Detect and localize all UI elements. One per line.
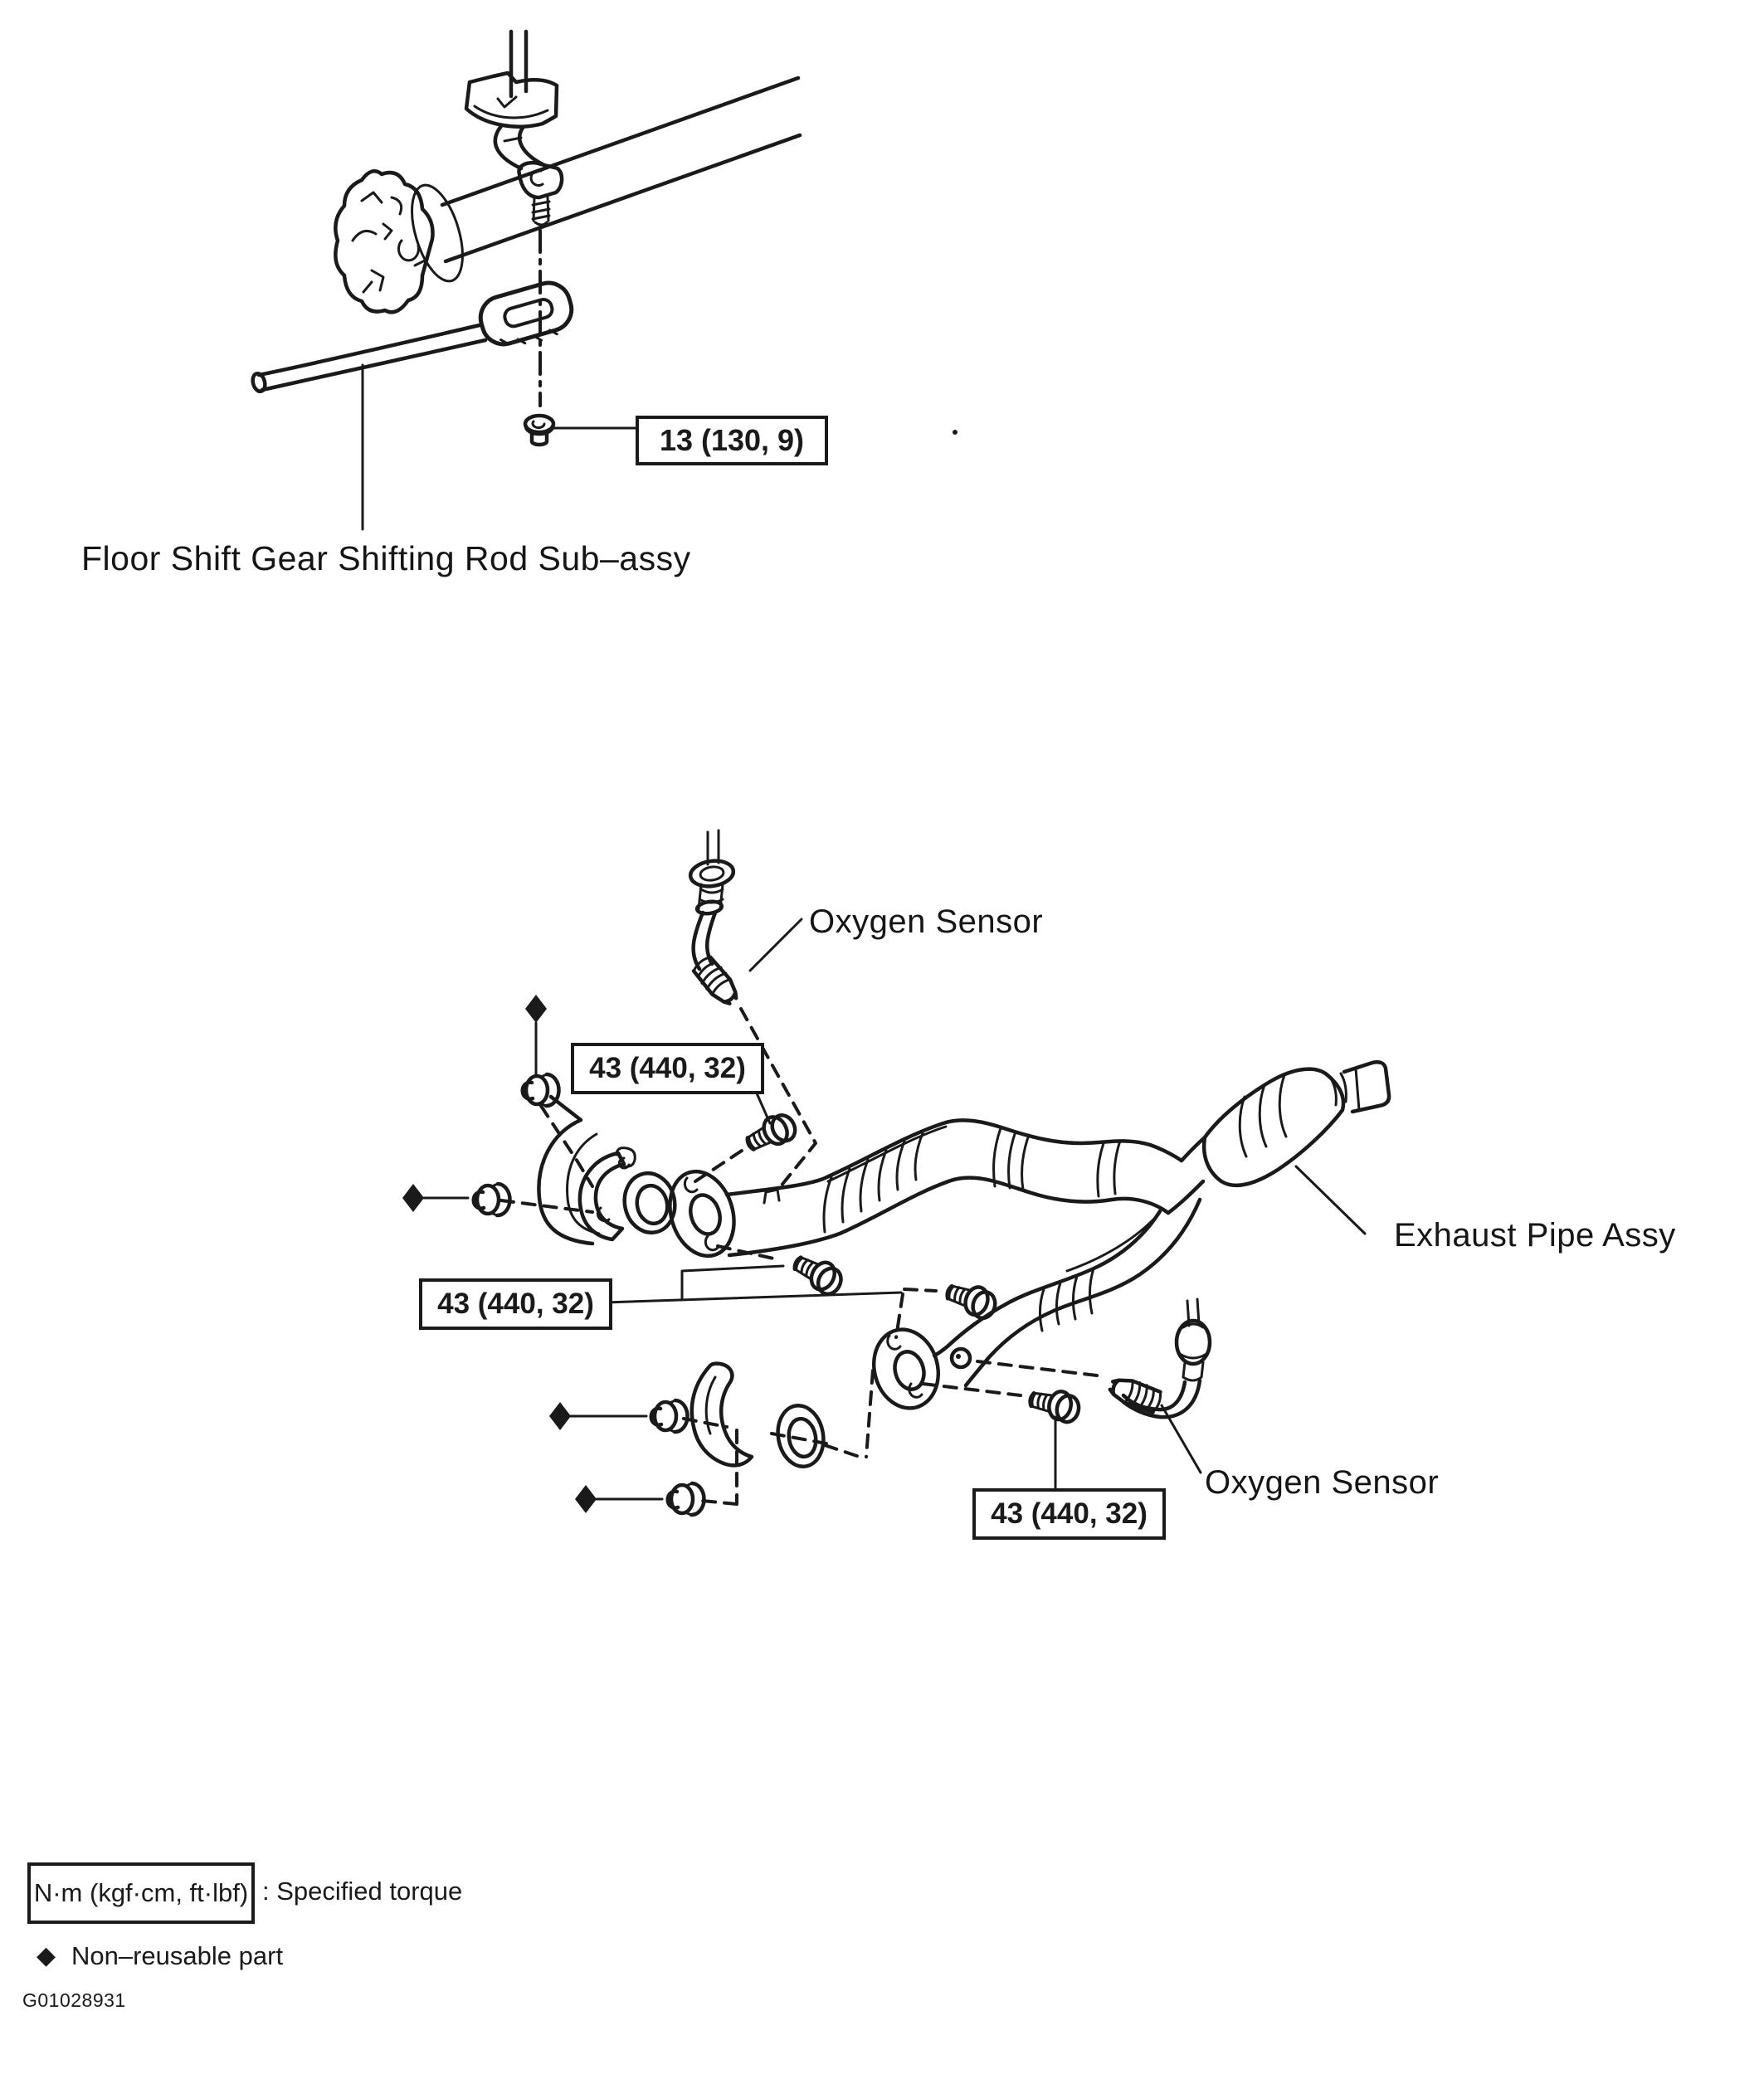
non-reusable-diamond-icon xyxy=(402,1184,424,1212)
label-leader xyxy=(1294,1165,1367,1235)
outlet-pipe-tip xyxy=(1342,1060,1391,1114)
install-dash-line xyxy=(976,1360,1099,1377)
flange-bolt-icon xyxy=(789,1249,846,1297)
pipe-clamp xyxy=(690,1361,754,1468)
pipe-top-edge xyxy=(724,1118,1184,1197)
sensor-boss-rear xyxy=(949,1346,972,1370)
label-oxygen-sensor-rear: Oxygen Sensor xyxy=(1205,1464,1440,1501)
shift-lever-boot xyxy=(464,71,559,129)
sensor-body xyxy=(1108,1378,1162,1414)
flex-section xyxy=(822,1132,924,1234)
rear-oxygen-sensor-drawing xyxy=(976,1297,1212,1474)
non-reusable-diamond-icon: ◆ xyxy=(37,1942,56,1969)
rear-pipe-flange xyxy=(871,1327,941,1410)
extension-housing xyxy=(440,75,802,264)
torque-callout-front-flange: 43 (440, 32) xyxy=(419,1278,612,1330)
sensor-boss-front xyxy=(763,1188,781,1205)
gasket-icon xyxy=(622,1171,677,1235)
front-pipe-flange xyxy=(668,1169,736,1259)
label-shift-rod: Floor Shift Gear Shifting Rod Sub–assy xyxy=(81,539,691,577)
torque-callout-front-pipe: 43 (440, 32) xyxy=(571,1043,764,1094)
figure-id: G01028931 xyxy=(22,1989,126,2011)
flange-bolt-icon xyxy=(742,1109,799,1158)
torque-callout-rear-flange: 43 (440, 32) xyxy=(972,1488,1166,1540)
catalytic-converter xyxy=(1201,1067,1346,1188)
shift-rod-drawing xyxy=(251,29,958,531)
exhaust-pipe-drawing xyxy=(724,1060,1391,1388)
rod-slotted-end xyxy=(478,280,574,347)
clevis-stud xyxy=(531,196,551,226)
rod-clevis xyxy=(517,160,564,200)
callout-leader xyxy=(604,1264,903,1304)
label-oxygen-sensor-front: Oxygen Sensor xyxy=(809,903,1044,940)
gasket-icon xyxy=(776,1404,826,1468)
clamp-group xyxy=(549,1361,875,1515)
non-reusable-diamond-icon xyxy=(575,1485,597,1513)
sensor-body xyxy=(691,955,738,1005)
flange-nut-icon xyxy=(651,1400,688,1432)
support-bracket xyxy=(577,1151,626,1242)
shift-lever-shaft xyxy=(509,29,529,99)
flange-nut-icon xyxy=(668,1483,704,1515)
flange-nut-icon xyxy=(523,1074,559,1106)
label-leader xyxy=(748,918,803,972)
shifting-rod xyxy=(256,323,488,392)
label-leader xyxy=(1160,1404,1202,1474)
flange-bolt-icon xyxy=(943,1278,999,1322)
non-reusable-diamond-icon xyxy=(525,995,547,1023)
front-oxygen-sensor-drawing xyxy=(688,829,817,1193)
label-exhaust-pipe-assy: Exhaust Pipe Assy xyxy=(1394,1217,1676,1254)
rear-branch-bottom-edge xyxy=(963,1197,1202,1388)
legend-non-reusable-text: Non–reusable part xyxy=(71,1941,284,1970)
rear-branch-top-edge xyxy=(932,1209,1162,1358)
rear-flange-group xyxy=(604,1264,1082,1489)
legend-torque-unit-box: N·m (kgf·cm, ft·lbf) xyxy=(27,1862,255,1924)
shift-rod-bolt-icon xyxy=(523,413,556,447)
pipe-bottom-edge xyxy=(727,1176,1171,1258)
torque-callout-shift-rod: 13 (130, 9) xyxy=(636,416,828,465)
legend-torque-description: : Specified torque xyxy=(262,1877,463,1906)
non-reusable-diamond-icon xyxy=(549,1402,571,1430)
rubber-boot-grommet xyxy=(334,169,435,314)
install-dash-line xyxy=(739,1007,817,1193)
front-flange-group xyxy=(402,995,846,1298)
